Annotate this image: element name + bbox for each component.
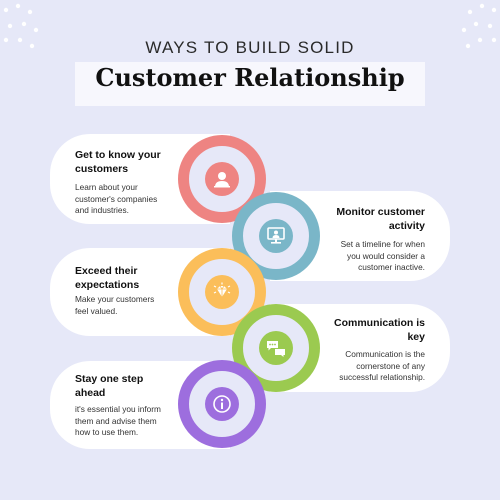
step-description: Make your customers feel valued. (75, 294, 155, 316)
step-icon-bg (259, 219, 293, 253)
customer-icon (214, 172, 230, 188)
step-icon-bg (205, 387, 239, 421)
step-ring-5 (178, 360, 266, 448)
step-description: Communication is the cornerstone of any … (339, 349, 425, 382)
step-description: it's essential you inform them and advis… (75, 404, 161, 437)
chat-icon (267, 341, 285, 357)
step-heading: Monitor customer activity (336, 206, 425, 232)
step-heading: Stay one step ahead (75, 373, 144, 399)
corner-decoration (461, 3, 497, 49)
step-description: Set a timeline for when you would consid… (340, 239, 425, 272)
step-ring-4 (232, 304, 320, 392)
step-icon-bg (205, 275, 239, 309)
corner-decoration (3, 3, 39, 49)
info-icon (213, 395, 231, 413)
page-subtitle: WAYS TO BUILD SOLID (145, 38, 355, 57)
page-title: Customer Relationship (95, 63, 405, 92)
diamond-icon (213, 282, 231, 297)
step-icon-bg (205, 162, 239, 196)
step-icon-bg (259, 331, 293, 365)
monitor-icon (267, 227, 285, 244)
step-description: Learn about your customer's companies an… (75, 182, 158, 215)
step-heading: Communication is key (333, 317, 425, 343)
step-heading: Exceed their expectations (75, 265, 140, 291)
title-background (75, 62, 425, 106)
step-heading: Get to know your customers (75, 149, 161, 175)
